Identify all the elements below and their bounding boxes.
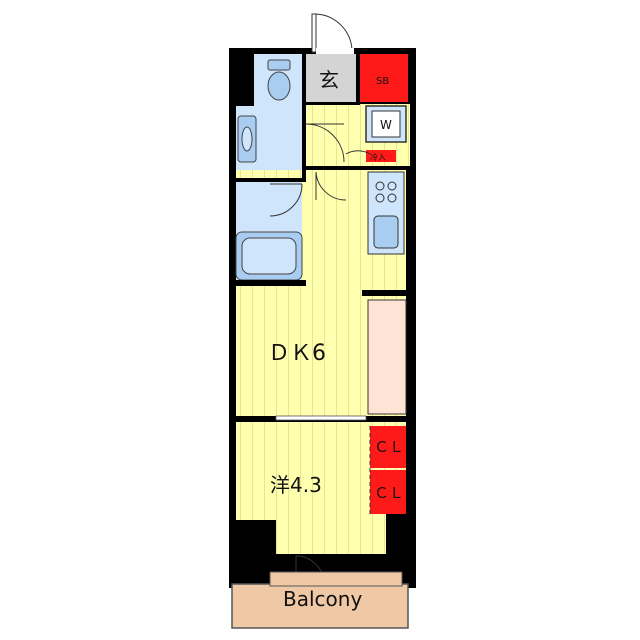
toilet-icon [267, 59, 291, 101]
fridge-slot [366, 150, 396, 162]
label-fridge: 冷入 [370, 152, 386, 162]
label-balcony: Balcony [283, 587, 362, 611]
shoe-box [360, 54, 408, 102]
sliding-door [275, 415, 367, 421]
balcony-area [231, 583, 409, 629]
stove-icon [375, 181, 397, 203]
label-entrance: 玄 [319, 68, 339, 92]
closet-upper [370, 426, 406, 468]
closet-lower [370, 470, 406, 514]
sink-icon [237, 115, 257, 163]
counter-storage [367, 299, 407, 415]
label-dining-kitchen: ＤＫ6 [268, 341, 326, 366]
label-shoe-box: SB [376, 76, 389, 87]
kitchen-sink-icon [373, 215, 399, 249]
label-western-room: 洋4.3 [270, 473, 322, 497]
entrance-door-icon [311, 13, 354, 54]
label-closet-lower: ＣＬ [374, 484, 404, 502]
label-washer: W [380, 118, 392, 132]
entrance-area [306, 54, 356, 102]
label-closet-upper: ＣＬ [374, 438, 404, 456]
